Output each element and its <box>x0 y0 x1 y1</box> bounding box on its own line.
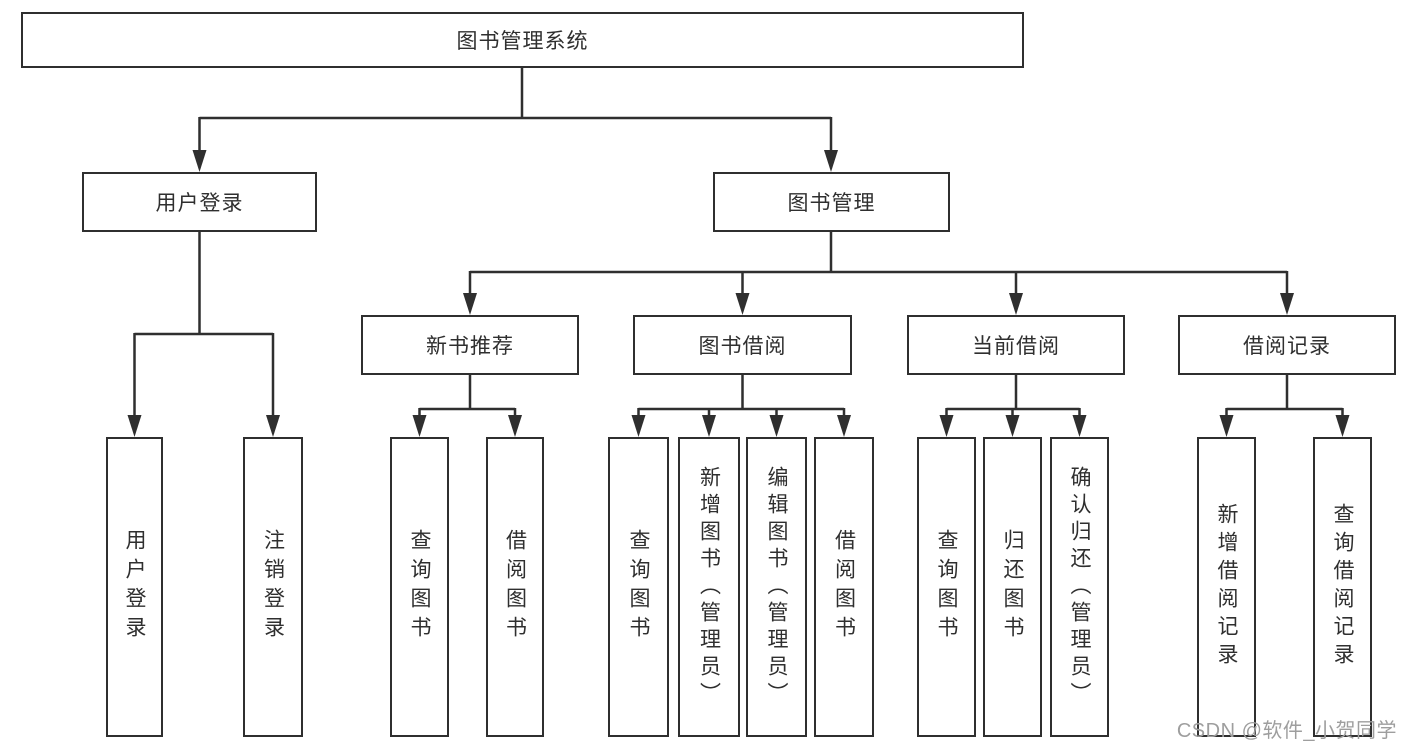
leaf-query-books-recommend: 查询图书 <box>390 437 449 737</box>
leaf-logout: 注销登录 <box>243 437 303 737</box>
csdn-watermark: CSDN @软件_小贺同学 <box>1176 720 1397 742</box>
leaf-confirm-return-admin: 确认归还（管理员） <box>1050 437 1109 737</box>
node-book-borrowing: 图书借阅 <box>633 315 852 375</box>
node-current-borrowing: 当前借阅 <box>907 315 1125 375</box>
node-borrowing-records: 借阅记录 <box>1178 315 1396 375</box>
node-root: 图书管理系统 <box>21 12 1024 68</box>
leaf-query-borrow-record: 查询借阅记录 <box>1313 437 1372 737</box>
node-user-login: 用户登录 <box>82 172 317 232</box>
leaf-query-books-current: 查询图书 <box>917 437 976 737</box>
node-book-management: 图书管理 <box>713 172 950 232</box>
node-new-book-recommendation: 新书推荐 <box>361 315 579 375</box>
leaf-borrow-books-recommend: 借阅图书 <box>486 437 544 737</box>
leaf-return-books: 归还图书 <box>983 437 1042 737</box>
leaf-add-books-admin: 新增图书（管理员） <box>678 437 740 737</box>
leaf-borrow-books: 借阅图书 <box>814 437 874 737</box>
leaf-edit-books-admin: 编辑图书（管理员） <box>746 437 807 737</box>
leaf-user-login: 用户登录 <box>106 437 163 737</box>
leaf-add-borrow-record: 新增借阅记录 <box>1197 437 1256 737</box>
leaf-query-books-borrowing: 查询图书 <box>608 437 669 737</box>
